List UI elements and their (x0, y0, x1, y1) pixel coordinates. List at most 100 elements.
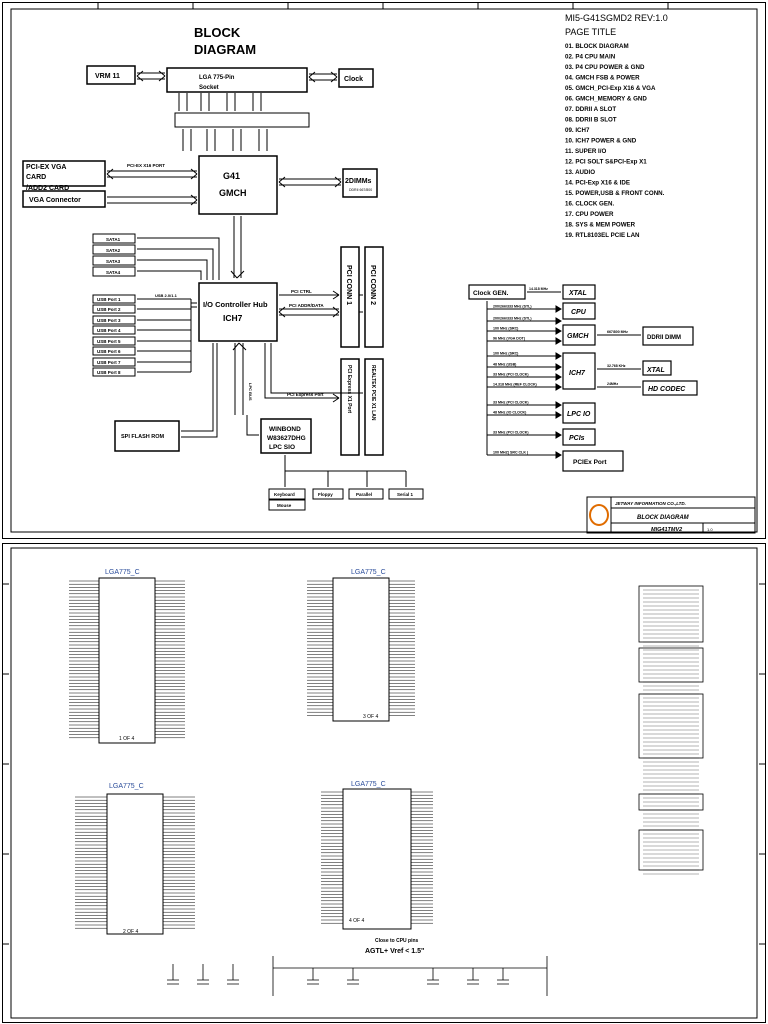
lpc-bus-label: LPC BUS (248, 383, 253, 401)
ich7-label-line2: ICH7 (223, 313, 243, 323)
ddrii-dimm-label: DDRII DIMM (647, 335, 681, 341)
clock-line-label: 96 MHz (VGA DOT) (493, 337, 526, 341)
gmch-label-line1: G41 (223, 171, 240, 181)
page-index-item: 03. P4 CPU POWER & GND (565, 64, 645, 71)
page-index-item: 08. DDRII B SLOT (565, 117, 617, 124)
page-index-item: 04. GMCH FSB & POWER (565, 75, 640, 82)
page-index-list: 01. BLOCK DIAGRAM 02. P4 CPU MAIN 03. P4 C… (565, 43, 665, 239)
serial-label: Serial 1 (397, 492, 414, 497)
page-index-item: 12. PCI SOLT S&PCI-Exp X1 (565, 159, 647, 166)
page-index-item: 05. GMCH_PCI-Exp X16 & VGA (565, 85, 656, 92)
socket-label-line1: LGA 775-Pin (199, 75, 235, 81)
codec-frequency: 24MHz (607, 382, 618, 386)
close-to-cpu-note: Close to CPU pins (375, 938, 419, 944)
company-name: JETWAY INFORMATION CO.,LTD. (615, 501, 686, 506)
clock-line-label: 14.318 MHz (REF CLOCK) (493, 383, 538, 387)
xtal-frequency: 14.318 MHz (529, 287, 548, 291)
clock-line-label: 200/266/333 MHz (STL) (493, 317, 532, 321)
page-title-label: PAGE TITLE (565, 27, 616, 37)
cpu-part3-label: LGA775_C (351, 569, 386, 576)
sio-label-line2: W83627DHG (267, 435, 306, 442)
block-diagram-svg: BLOCK DIAGRAM MI5-G41SGMD2 REV:1.0 PAGE … (10, 3, 758, 534)
clock-line-label: 48 MHz (USB) (493, 363, 517, 367)
pciex-vga-line1: PCI-EX VGA (26, 164, 66, 171)
pciex-x16-port-label: PCI-EX X16 PORT (127, 163, 165, 168)
xtal2-label: XTAL (646, 367, 665, 374)
diagram-title-line2: DIAGRAM (194, 42, 256, 57)
page-index-item: 06. GMCH_MEMORY & GND (565, 96, 647, 103)
clock-gmch-label: GMCH (567, 333, 589, 340)
page-index-item: 19. RTL8103EL PCIE LAN (565, 232, 640, 239)
clock-line-label: 100 MHZ( SRC CLK ) (493, 451, 529, 455)
part1-of4: 1 OF 4 (119, 736, 135, 742)
usb-port-label: USB Port 2 (97, 307, 121, 312)
parallel-label: Parallel (356, 492, 372, 497)
mouse-label: Mouse (277, 503, 292, 508)
title-block-title: BLOCK DIAGRAM (637, 515, 690, 521)
pciex-vga-line2: CARD (26, 174, 46, 181)
clock-ich7-label: ICH7 (569, 370, 586, 377)
clock-line-label: 100 MHz (SRC) (493, 327, 519, 331)
cpu-part4-label: LGA775_C (351, 781, 386, 788)
usb-port-label: USB Port 7 (97, 360, 121, 365)
clock-line-label: 33 MHz (PCI CLOCK) (493, 401, 529, 405)
page-index-item: 13. AUDIO (565, 169, 595, 176)
clock-pcis-label: PCIs (569, 435, 585, 442)
page-index-item: 10. ICH7 POWER & GND (565, 138, 637, 145)
xtal2-frequency: 32.768 KHz (607, 364, 626, 368)
pci-conn2-label: PCI CONN 2 (369, 265, 376, 305)
vrm-label: VRM 11 (95, 73, 120, 80)
pciex-vga-line3: /ADD2 CARD (26, 185, 69, 192)
page-index-item: 18. SYS & MEM POWER (565, 222, 636, 229)
clock-pciex-port-label: PCIEx Port (573, 459, 607, 466)
agtl-vref-note: AGTL+ Vref < 1.5" (365, 948, 424, 955)
title-block-model: MIG41TMV2 (651, 527, 682, 533)
usb-port-label: USB Port 5 (97, 339, 121, 344)
clock-label: Clock (344, 76, 363, 83)
clock-lpcio-label: LPC IO (567, 411, 591, 418)
pcie-x1-label: PCI Express X1 Port (346, 365, 352, 413)
cpu-part2-label: LGA775_C (109, 783, 144, 790)
clock-line-label: 33 MHz (PCI CLOCK) (493, 373, 529, 377)
usb-bus-label: USB 2.0/1.1 (155, 293, 178, 298)
xtal-label: XTAL (568, 290, 587, 297)
page-index-item: 01. BLOCK DIAGRAM (565, 43, 629, 50)
part4-of4: 4 OF 4 (349, 918, 365, 924)
sio-label-line1: WINBOND (269, 426, 301, 433)
pci-ctrl-label: PCI CTRL (291, 289, 312, 294)
page-index-item: 09. ICH7 (565, 127, 590, 134)
keyboard-label: Keyboard (274, 492, 295, 497)
pci-express-port-label: PCI Express Port (287, 392, 324, 397)
clock-line-label: 33 MHz (PCI CLOCK) (493, 431, 529, 435)
page-index-item: 17. CPU POWER (565, 211, 614, 218)
vga-connector-label: VGA Connector (29, 197, 81, 204)
gmch-ddr-frequency: 667/800 MHz (607, 330, 628, 334)
sata-port-label: SATA2 (106, 248, 121, 253)
usb-port-label: USB Port 8 (97, 370, 121, 375)
page-index-item: 11. SUPER I/O (565, 148, 606, 155)
ich7-label-line1: I/O Controller Hub (203, 300, 268, 309)
cpu-schematic-sheet: LGA775_C LGA775_C LGA775_C LGA775_C 1 OF… (2, 543, 766, 1023)
usb-port-label: USB Port 4 (97, 328, 121, 333)
usb-port-label: USB Port 3 (97, 318, 121, 323)
cpu-schematic-svg: LGA775_C LGA775_C LGA775_C LGA775_C 1 OF… (3, 547, 765, 1019)
schematic-pin-lines (69, 580, 699, 929)
spi-flash-label: SPI FLASH ROM (121, 434, 165, 440)
page-index-item: 02. P4 CPU MAIN (565, 54, 616, 61)
clock-line-label: 100 MHz (SRC) (493, 352, 519, 356)
part3-of4: 3 OF 4 (363, 714, 379, 720)
block-diagram-sheet: BLOCK DIAGRAM MI5-G41SGMD2 REV:1.0 PAGE … (2, 2, 766, 539)
page-index-item: 16. CLOCK GEN. (565, 201, 614, 208)
clock-cpu-label: CPU (571, 309, 587, 316)
diagram-title-line1: BLOCK (194, 25, 241, 40)
dimms-sub-label: DDRII 667/800 (349, 188, 372, 192)
title-block-rev: 1.0 (707, 527, 713, 532)
pci-conn1-label: PCI CONN 1 (345, 265, 352, 305)
sata-port-label: SATA4 (106, 270, 121, 275)
usb-port-label: USB Port 6 (97, 349, 121, 354)
clock-line-label: 48 MHz (IO CLOCK) (493, 411, 527, 415)
floppy-label: Floppy (318, 492, 333, 497)
hd-codec-label: HD CODEC (648, 386, 686, 393)
